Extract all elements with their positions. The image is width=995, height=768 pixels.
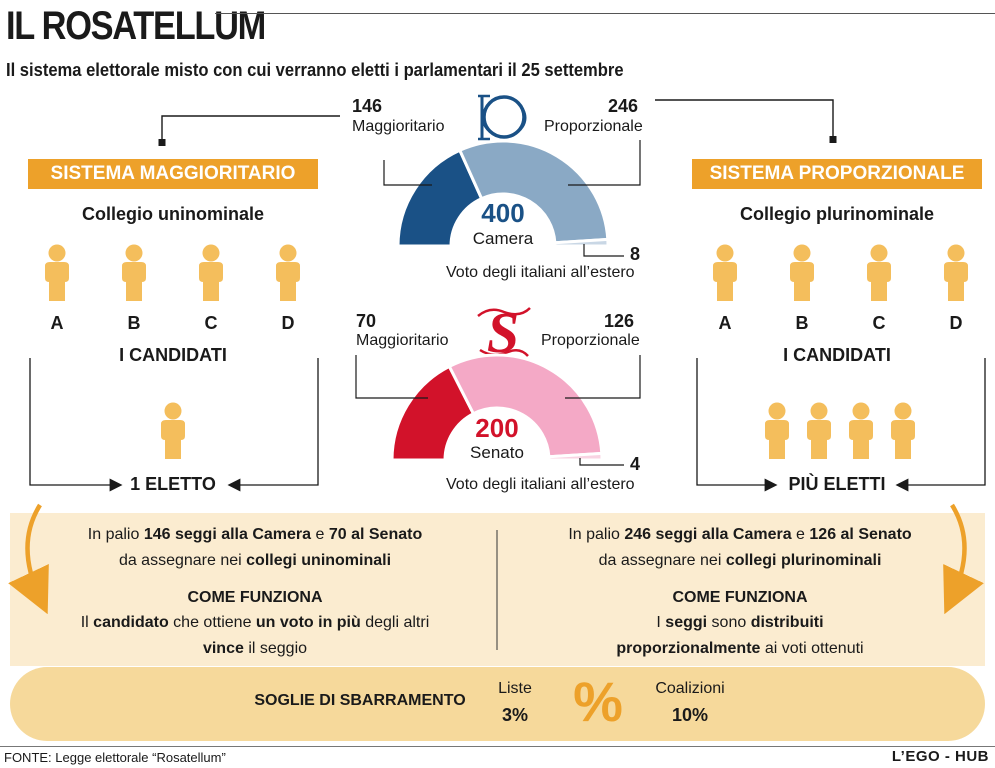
senato-total: 200 [475,413,519,443]
left-candidate-a: A [50,313,64,333]
camera-prop-number: 246 [608,96,639,116]
threshold-lists-value: 3% [501,705,528,725]
info-right-heading: COME FUNZIONA [672,589,808,606]
percent-icon: % [573,670,623,733]
person-icon [807,402,831,459]
source-note: FONTE: Legge elettorale “Rosatellum” [4,750,226,765]
senato-prop-slice [447,353,604,459]
camera-abroad-leader [583,244,624,257]
camera-abroad-number: 8 [630,244,641,264]
threshold-coalitions-value: 10% [671,705,709,725]
senato-abroad-leader [579,458,624,466]
threshold-coalitions-label: Coalizioni [655,680,725,697]
info-left-heading: COME FUNZIONA [187,589,323,606]
proporzionale-banner: SISTEMA PROPORZIONALE [692,159,982,189]
camera-abroad-label: Voto degli italiani all’estero [446,264,635,281]
camera-maj-number: 146 [352,96,383,116]
info-left-line3: Il candidato che ottiene un voto in più … [80,614,430,631]
camera-total: 400 [481,198,525,228]
left-candidate-c: C [204,313,218,333]
camera-maj-leader [383,160,432,186]
threshold-lists-label: Liste [498,680,532,697]
info-right-line3: I seggi sono distribuiti [656,614,824,631]
right-candidate-a: A [718,313,732,333]
person-icon [122,244,146,301]
title-rule [215,13,995,14]
senato-name: Senato [470,443,524,462]
top-left-connector [158,115,340,146]
senato-prop-number: 126 [604,311,635,331]
person-icon [790,244,814,301]
info-left-line2: da assegnare nei collegi uninominali [118,552,392,569]
camera-prop-label: Proporzionale [544,118,643,135]
person-icon [867,244,891,301]
senato-maj-leader [355,355,428,399]
right-college-label: Collegio plurinominale [739,204,934,224]
senato-prop-leader [565,355,641,399]
camera-emblem-icon [478,94,527,141]
person-icon [276,244,300,301]
left-candidates-label: I CANDIDATI [119,345,227,365]
senato-chart [390,353,604,462]
top-right-connector [655,99,837,143]
left-arrow-outer [29,358,123,492]
right-candidate-d: D [949,313,963,333]
person-icon [45,244,69,301]
right-candidate-c: C [872,313,886,333]
brand-logo: L’EGO - HUB [891,748,989,765]
arrow-icon [943,503,984,615]
page-subtitle: Il sistema elettorale misto con cui verr… [6,60,624,80]
camera-maj-slice [396,148,484,248]
camera-prop-slice [457,139,610,245]
info-right-line2: da assegnare nei collegi plurinominali [598,552,882,569]
right-candidate-b: B [795,313,809,333]
senato-maj-number: 70 [356,311,377,331]
left-candidate-d: D [281,313,295,333]
camera-prop-leader [568,140,641,186]
threshold-panel [10,667,985,741]
arrow-icon [8,503,49,615]
person-icon [849,402,873,459]
person-icon [161,402,185,459]
camera-abroad-slice [553,237,610,248]
right-arrow-outer [895,358,986,492]
senato-abroad-slice [547,451,604,462]
left-college-label: Collegio uninominale [81,204,264,224]
info-left-line4: vince il seggio [202,640,308,657]
threshold-label: SOGLIE DI SBARRAMENTO [254,692,466,709]
info-right-line4: proporzionalmente ai voti ottenuti [616,640,864,657]
senato-abroad-label: Voto degli italiani all’estero [446,476,635,493]
left-elected-label: 1 ELETTO [130,474,216,494]
senato-prop-label: Proporzionale [541,332,640,349]
right-arrow-inner [696,358,778,492]
camera-maj-label: Maggioritario [352,118,445,135]
left-arrow-inner [227,358,319,492]
maggioritario-banner: SISTEMA MAGGIORITARIO [28,159,318,189]
person-icon [891,402,915,459]
person-icon [765,402,789,459]
person-icon [199,244,223,301]
camera-name: Camera [472,229,534,248]
camera-chart [396,139,610,248]
footer-rule [0,746,995,747]
person-icon [944,244,968,301]
senato-abroad-number: 4 [630,454,641,474]
person-icon [713,244,737,301]
right-elected-label: PIÙ ELETTI [788,474,886,494]
info-left-line1: In palio 146 seggi alla Camera e 70 al S… [87,526,423,543]
right-candidates-label: I CANDIDATI [783,345,891,365]
page-title: IL ROSATELLUM [6,4,266,48]
senato-maj-label: Maggioritario [356,332,449,349]
left-candidate-b: B [127,313,141,333]
info-right-line1: In palio 246 seggi alla Camera e 126 al … [568,526,912,543]
